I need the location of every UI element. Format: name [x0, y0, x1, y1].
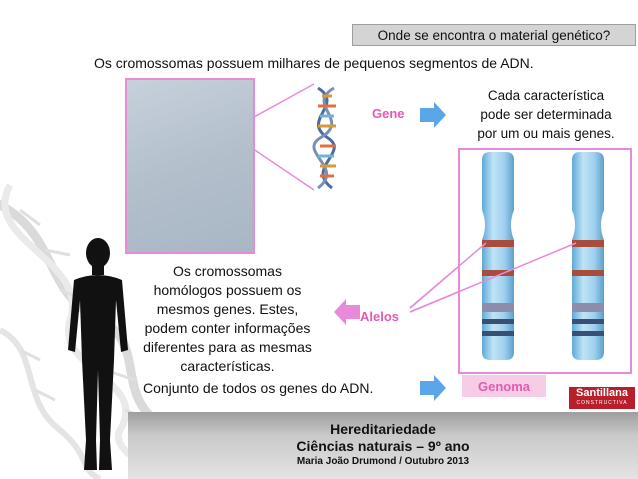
- genoma-box: Genoma: [462, 375, 546, 397]
- homologous-text-line: mesmos genes. Estes,: [156, 301, 299, 317]
- chromosome-bands: [482, 240, 604, 336]
- logo-name: Santillana: [576, 387, 628, 399]
- alelos-pointer-lines: [409, 242, 577, 313]
- homologous-text-line: diferentes para as mesmas: [143, 339, 312, 355]
- logo-tagline: CONSTRUCTIVA: [576, 400, 628, 406]
- alelos-label: Alelos: [360, 309, 400, 324]
- intro-text: Os cromossomas possuem milhares de peque…: [94, 55, 534, 71]
- gene-arrow-icon: [420, 102, 446, 128]
- homologous-text-line: podem conter informações: [144, 320, 311, 336]
- slide-title: Onde se encontra o material genético?: [377, 27, 611, 43]
- chromosome-photo-frame: [125, 78, 255, 254]
- gene-description: Cada característica pode ser determinada…: [458, 86, 634, 143]
- slide-title-box: Onde se encontra o material genético?: [352, 24, 636, 46]
- gene-description-line: Cada característica: [487, 88, 605, 103]
- left-chromosome: [482, 152, 514, 360]
- gene-description-line: pode ser determinada: [480, 107, 612, 122]
- dna-double-helix: [312, 86, 336, 190]
- gene-description-line: por um ou mais genes.: [477, 126, 615, 141]
- right-chromosome: [572, 152, 604, 360]
- footer-band: [128, 412, 638, 479]
- footer-author: Maria João Drumond / Outubro 2013: [296, 456, 470, 467]
- homologous-text-line: homólogos possuem os: [153, 282, 302, 298]
- homologous-text: Os cromossomas homólogos possuem os mesm…: [130, 262, 325, 376]
- santillana-logo: Santillana CONSTRUCTIVA: [569, 387, 635, 409]
- alelos-arrow-icon: [334, 299, 360, 325]
- genome-sentence: Conjunto de todos os genes do ADN.: [143, 380, 374, 396]
- footer-subject: Ciências naturais – 9º ano: [296, 438, 470, 454]
- footer-text: Hereditariedade Ciências naturais – 9º a…: [128, 421, 638, 469]
- genoma-arrow-icon: [420, 375, 446, 401]
- human-silhouette: [68, 238, 128, 470]
- genoma-label: Genoma: [477, 378, 530, 394]
- gene-label: Gene: [372, 106, 405, 121]
- footer-topic: Hereditariedade: [330, 421, 436, 437]
- homologous-text-line: características.: [180, 358, 275, 374]
- homologous-text-line: Os cromossomas: [173, 263, 282, 279]
